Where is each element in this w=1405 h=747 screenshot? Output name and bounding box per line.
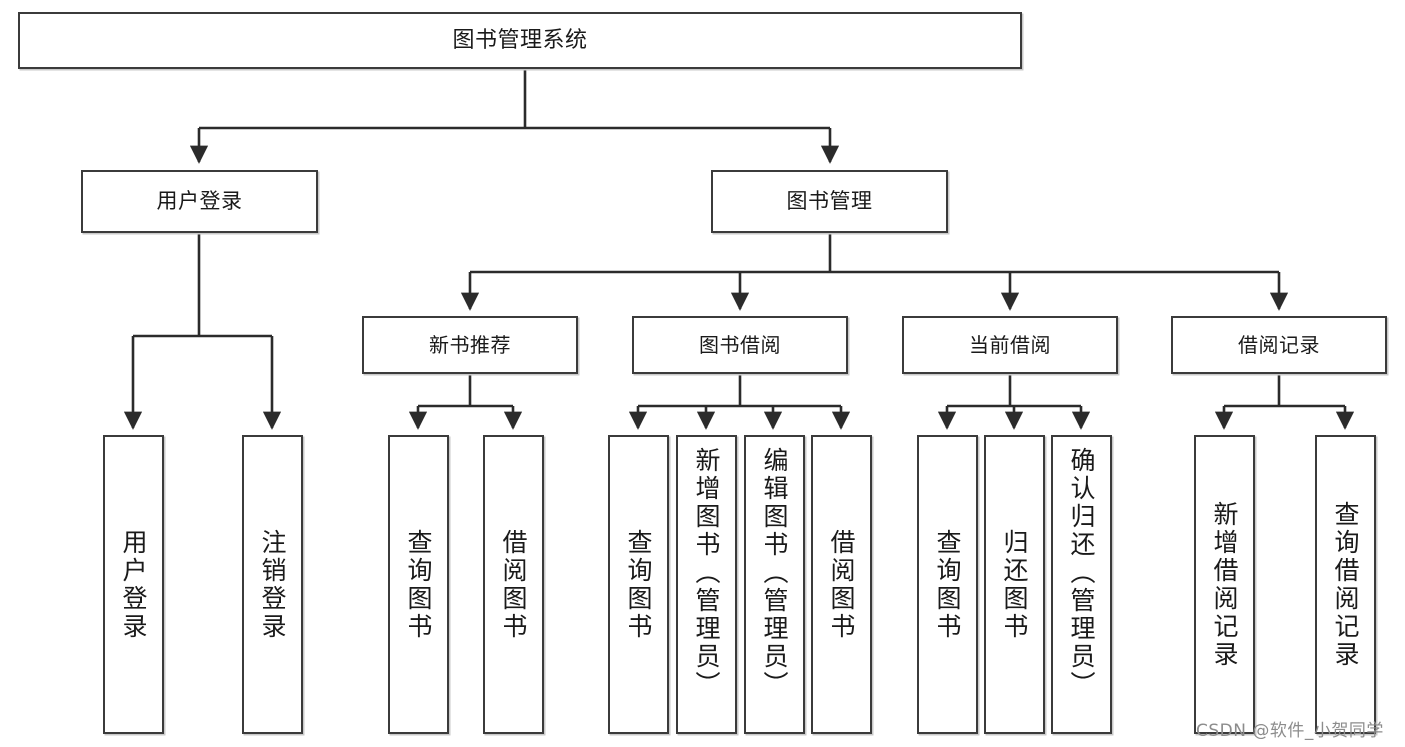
node-label: 查询图书 [404,528,433,641]
node-book-manage[interactable]: 图书管理 [711,170,948,233]
node-label: 新增图书（管理员） [692,447,721,699]
node-label: 归还图书 [1000,528,1029,641]
node-label: 查询图书 [933,528,962,641]
node-leaf-logout[interactable]: 注销登录 [242,435,303,734]
node-borrow-record[interactable]: 借阅记录 [1171,316,1387,374]
node-book-management-system[interactable]: 图书管理系统 [18,12,1022,69]
node-leaf-add-borrow-record[interactable]: 新增借阅记录 [1194,435,1255,734]
node-label: 新增借阅记录 [1210,500,1239,669]
node-label: 借阅图书 [499,528,528,641]
node-leaf-query-book-current[interactable]: 查询图书 [917,435,978,734]
node-leaf-query-borrow-record[interactable]: 查询借阅记录 [1315,435,1376,734]
node-new-book-recommend[interactable]: 新书推荐 [362,316,578,374]
node-label: 查询借阅记录 [1331,500,1360,669]
node-leaf-borrow-book-recommend[interactable]: 借阅图书 [483,435,544,734]
node-label: 编辑图书（管理员） [760,447,789,699]
node-label: 注销登录 [258,528,287,641]
node-label: 用户登录 [156,189,243,214]
node-user-login[interactable]: 用户登录 [81,170,318,233]
node-label: 确认归还（管理员） [1067,447,1096,699]
node-label: 查询图书 [624,528,653,641]
node-leaf-query-book-recommend[interactable]: 查询图书 [388,435,449,734]
node-leaf-add-book[interactable]: 新增图书（管理员） [676,435,737,734]
node-book-borrow[interactable]: 图书借阅 [632,316,848,374]
node-leaf-query-book-borrow[interactable]: 查询图书 [608,435,669,734]
node-label: 新书推荐 [429,332,511,357]
node-leaf-confirm-return[interactable]: 确认归还（管理员） [1051,435,1112,734]
node-label: 当前借阅 [969,332,1051,357]
watermark: CSDN @软件_小贺同学 [1196,721,1384,741]
node-label: 借阅记录 [1238,332,1320,357]
node-label: 借阅图书 [827,528,856,641]
node-label: 用户登录 [119,528,148,641]
node-label: 图书借阅 [699,332,781,357]
node-leaf-return-book[interactable]: 归还图书 [984,435,1045,734]
node-leaf-user-login[interactable]: 用户登录 [103,435,164,734]
node-label: 图书管理系统 [452,27,588,53]
node-leaf-borrow-book[interactable]: 借阅图书 [811,435,872,734]
node-leaf-edit-book[interactable]: 编辑图书（管理员） [744,435,805,734]
node-current-borrow[interactable]: 当前借阅 [902,316,1118,374]
node-label: 图书管理 [786,189,873,214]
